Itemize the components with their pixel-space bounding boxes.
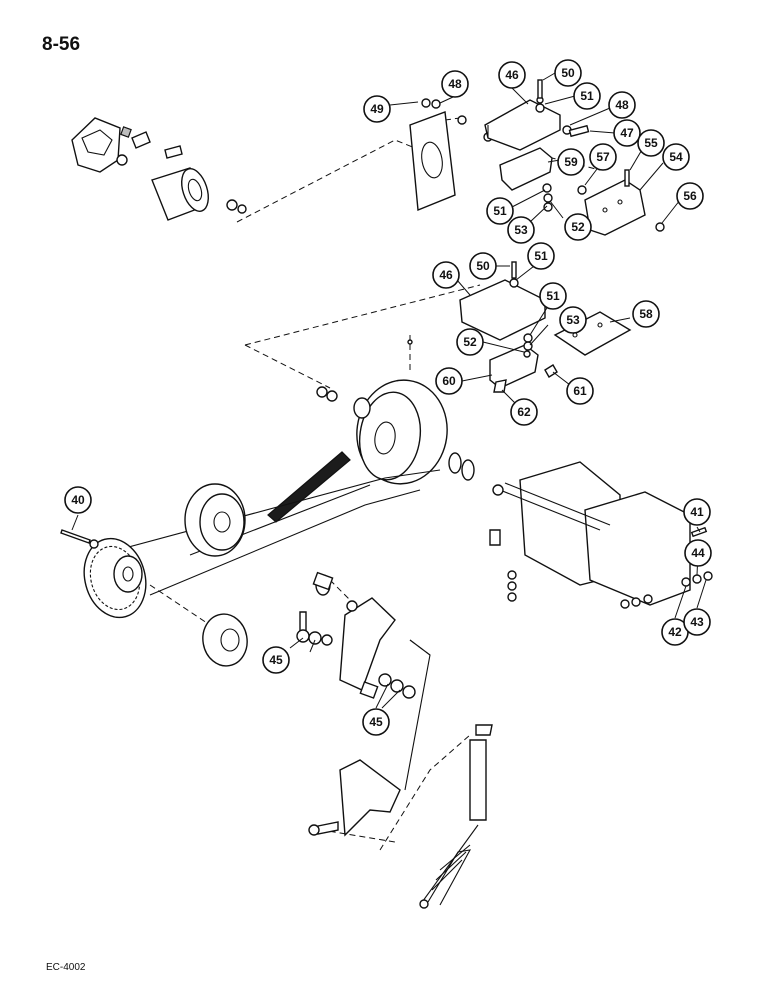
callout-56-label: 56 xyxy=(683,189,697,203)
callout-51c: 51 xyxy=(527,242,555,270)
callout-51a: 51 xyxy=(573,82,601,110)
spring-assembly xyxy=(419,724,493,909)
callout-55: 55 xyxy=(637,129,665,157)
callout-53b-label: 53 xyxy=(566,313,580,327)
callout-50a: 50 xyxy=(554,59,582,87)
callout-48b-label: 48 xyxy=(615,98,629,112)
callout-45a-label: 45 xyxy=(269,653,283,667)
page-number: 8-56 xyxy=(42,34,81,55)
callout-47-label: 47 xyxy=(620,126,634,140)
callout-59-label: 59 xyxy=(564,155,578,169)
callout-62-label: 62 xyxy=(517,405,531,419)
callout-46a: 46 xyxy=(498,61,526,89)
callout-56: 56 xyxy=(676,182,704,210)
splined-shaft xyxy=(267,451,351,523)
callout-53a-label: 53 xyxy=(514,223,528,237)
callout-45b: 45 xyxy=(362,708,390,736)
callout-42: 42 xyxy=(661,618,689,646)
callout-51d-label: 51 xyxy=(546,289,560,303)
lower-bracket xyxy=(308,759,401,837)
frame-brackets xyxy=(489,461,713,609)
lower-pulley xyxy=(202,613,248,667)
middle-bracket-group xyxy=(407,261,632,393)
callout-44: 44 xyxy=(684,539,712,567)
sprocket xyxy=(83,537,147,619)
tensioner-arm xyxy=(296,597,431,791)
large-pulley xyxy=(316,379,475,485)
callout-50a-label: 50 xyxy=(561,66,575,80)
callout-60-label: 60 xyxy=(442,374,456,388)
callout-59: 59 xyxy=(557,148,585,176)
callout-58: 58 xyxy=(632,300,660,328)
callout-58-label: 58 xyxy=(639,307,653,321)
callout-49-label: 49 xyxy=(370,102,384,116)
callout-48b: 48 xyxy=(608,91,636,119)
callout-51b-label: 51 xyxy=(493,204,507,218)
callout-46b-label: 46 xyxy=(439,268,453,282)
upper-bracket-group xyxy=(484,79,665,236)
callout-40-label: 40 xyxy=(71,493,85,507)
callout-57: 57 xyxy=(589,143,617,171)
callout-50b-label: 50 xyxy=(476,259,490,273)
callout-42-label: 42 xyxy=(668,625,682,639)
callout-51d: 51 xyxy=(539,282,567,310)
callout-43: 43 xyxy=(683,608,711,636)
motor-hub-assembly xyxy=(71,117,247,221)
callout-62: 62 xyxy=(510,398,538,426)
callout-46a-label: 46 xyxy=(505,68,519,82)
callout-44-label: 44 xyxy=(691,546,705,560)
callout-60: 60 xyxy=(435,367,463,395)
callout-50b: 50 xyxy=(469,252,497,280)
callout-51b: 51 xyxy=(486,197,514,225)
callout-52a: 52 xyxy=(564,213,592,241)
callout-52a-label: 52 xyxy=(571,220,585,234)
callout-53b: 53 xyxy=(559,306,587,334)
callout-45a: 45 xyxy=(262,646,290,674)
spacer-bushing xyxy=(312,571,334,596)
callout-47: 47 xyxy=(613,119,641,147)
callout-48a: 48 xyxy=(441,70,469,98)
document-code: EC-4002 xyxy=(46,962,86,973)
bolt-40 xyxy=(60,529,99,549)
drive-belt xyxy=(124,469,441,596)
callout-43-label: 43 xyxy=(690,615,704,629)
callout-46b: 46 xyxy=(432,261,460,289)
mounting-plate xyxy=(409,98,493,212)
callout-61: 61 xyxy=(566,377,594,405)
callout-41: 41 xyxy=(683,498,711,526)
callout-40: 40 xyxy=(64,486,92,514)
callout-49: 49 xyxy=(363,95,391,123)
callout-45b-label: 45 xyxy=(369,715,383,729)
callout-61-label: 61 xyxy=(573,384,587,398)
idler-pulley xyxy=(184,483,246,557)
callout-52b-label: 52 xyxy=(463,335,477,349)
callout-48a-label: 48 xyxy=(448,77,462,91)
callout-52b: 52 xyxy=(456,328,484,356)
callout-51a-label: 51 xyxy=(580,89,594,103)
callout-51c-label: 51 xyxy=(534,249,548,263)
callout-53a: 53 xyxy=(507,216,535,244)
callout-54: 54 xyxy=(662,143,690,171)
callout-54-label: 54 xyxy=(669,150,683,164)
leader-lines xyxy=(71,72,707,709)
callout-55-label: 55 xyxy=(644,136,658,150)
callout-41-label: 41 xyxy=(690,505,704,519)
callout-57-label: 57 xyxy=(596,150,610,164)
